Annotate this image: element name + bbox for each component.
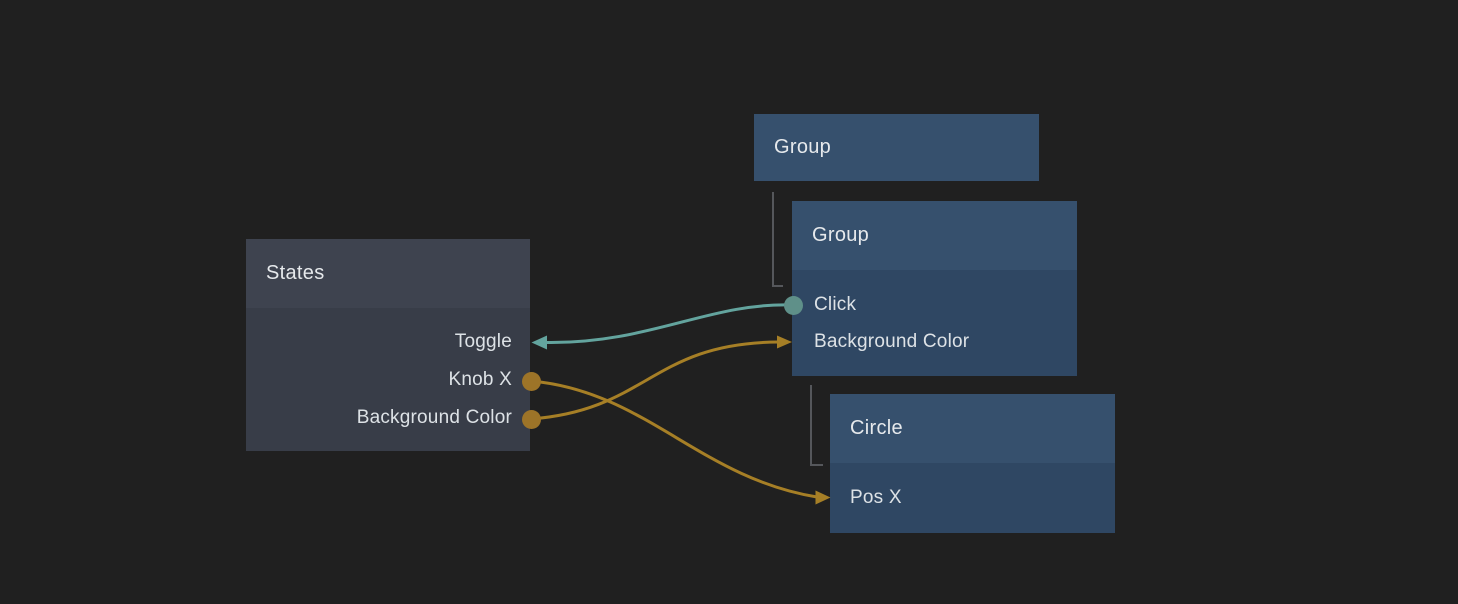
hierarchy-connector-group-to-circle bbox=[810, 385, 823, 466]
node-title: States bbox=[266, 262, 325, 284]
row-label: Background Color bbox=[814, 330, 970, 352]
node-title-bar[interactable]: Circle bbox=[830, 394, 1115, 463]
node-states[interactable]: States Toggle Knob X Background Color bbox=[246, 239, 530, 451]
port-output-knob-x[interactable] bbox=[522, 372, 541, 391]
row-pos-x[interactable]: Pos X bbox=[830, 479, 1115, 517]
row-background-color[interactable]: Background Color bbox=[246, 399, 530, 437]
row-click[interactable]: Click bbox=[792, 286, 1077, 323]
node-title-bar[interactable]: Group bbox=[792, 201, 1077, 270]
node-group-outer[interactable]: Group bbox=[754, 114, 1039, 181]
node-group-inner[interactable]: Group Click Background Color bbox=[792, 201, 1077, 376]
arrowhead-knob-x-to-pos-x[interactable] bbox=[815, 490, 831, 505]
port-output-background-color[interactable] bbox=[522, 410, 541, 429]
node-body: Pos X bbox=[830, 463, 1115, 533]
row-background-color[interactable]: Background Color bbox=[792, 323, 1077, 360]
row-label: Pos X bbox=[850, 487, 902, 508]
row-label: Toggle bbox=[454, 331, 512, 352]
row-label: Click bbox=[814, 293, 857, 315]
row-label: Knob X bbox=[448, 369, 512, 390]
node-title-bar[interactable]: States bbox=[246, 239, 530, 308]
node-title: Circle bbox=[850, 417, 903, 439]
connection-background-color-to-background-color[interactable] bbox=[530, 340, 779, 421]
node-body: Toggle Knob X Background Color bbox=[246, 308, 530, 451]
hierarchy-connector-group-to-group bbox=[772, 192, 783, 287]
connection-click-to-toggle[interactable] bbox=[545, 303, 794, 345]
arrowhead-click-to-toggle[interactable] bbox=[531, 335, 548, 350]
connection-knob-x-to-pos-x[interactable] bbox=[530, 379, 818, 499]
node-title: Group bbox=[812, 224, 870, 246]
node-title: Group bbox=[774, 136, 832, 158]
arrowhead-background-color-to-background-color[interactable] bbox=[777, 335, 792, 349]
port-output-click[interactable] bbox=[784, 296, 803, 315]
row-toggle[interactable]: Toggle bbox=[246, 323, 530, 361]
node-circle[interactable]: Circle Pos X bbox=[830, 394, 1115, 533]
node-title-bar[interactable]: Group bbox=[754, 114, 1039, 181]
row-label: Background Color bbox=[356, 407, 512, 428]
node-body: Click Background Color bbox=[792, 270, 1077, 376]
row-knob-x[interactable]: Knob X bbox=[246, 361, 530, 399]
